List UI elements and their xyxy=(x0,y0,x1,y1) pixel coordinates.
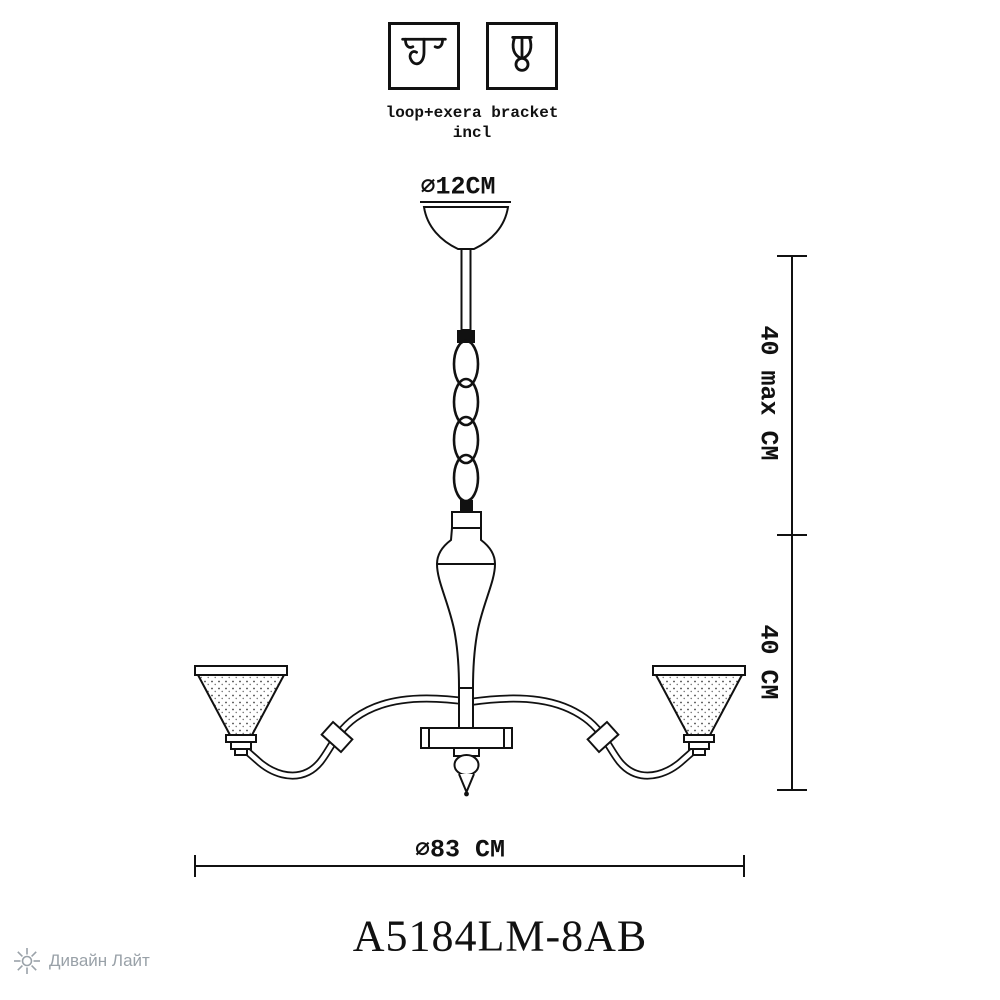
fixture-diameter-label: ⌀83 CM xyxy=(414,835,506,865)
ceiling-hook-icon xyxy=(401,37,447,66)
body-height-label: 40 CM xyxy=(753,624,783,700)
suspension-rod xyxy=(460,248,472,331)
mounting-icons xyxy=(388,22,558,90)
suspension-height-label: 40 max CM xyxy=(753,325,783,461)
model-number: A5184LM-8AB xyxy=(352,911,648,961)
sun-logo-icon xyxy=(14,948,40,974)
watermark-text: Дивайн Лайт xyxy=(49,951,150,970)
right-arm xyxy=(466,694,703,780)
watermark: Дивайн Лайт xyxy=(12,946,150,976)
left-arm xyxy=(237,694,474,780)
right-arm-knuckle xyxy=(586,720,620,754)
right-shade xyxy=(652,665,746,756)
mounting-caption-line1: loop+exera bracket xyxy=(385,104,559,122)
canopy-diameter-label: ⌀12CM xyxy=(420,172,496,202)
width-dimension-line xyxy=(194,855,745,877)
mounting-caption: loop+exera bracket incl xyxy=(386,103,559,143)
bracket-loop-icon xyxy=(511,36,533,72)
chain-connector-top xyxy=(457,330,475,343)
left-shade xyxy=(194,665,288,756)
ceiling-hook-icon-box xyxy=(388,22,460,90)
ceiling-canopy xyxy=(422,206,510,250)
height-dimension-line xyxy=(777,255,807,791)
chain xyxy=(452,339,480,503)
chain-connector-bottom xyxy=(460,500,473,512)
stem-cap xyxy=(451,511,482,529)
vase-body xyxy=(435,527,497,689)
bottom-finial xyxy=(453,747,480,797)
left-arm-knuckle xyxy=(320,720,354,754)
mounting-caption-line2: incl xyxy=(452,124,492,142)
bracket-loop-icon-box xyxy=(486,22,558,90)
hub-plate xyxy=(420,727,513,749)
center-stem xyxy=(458,687,474,729)
